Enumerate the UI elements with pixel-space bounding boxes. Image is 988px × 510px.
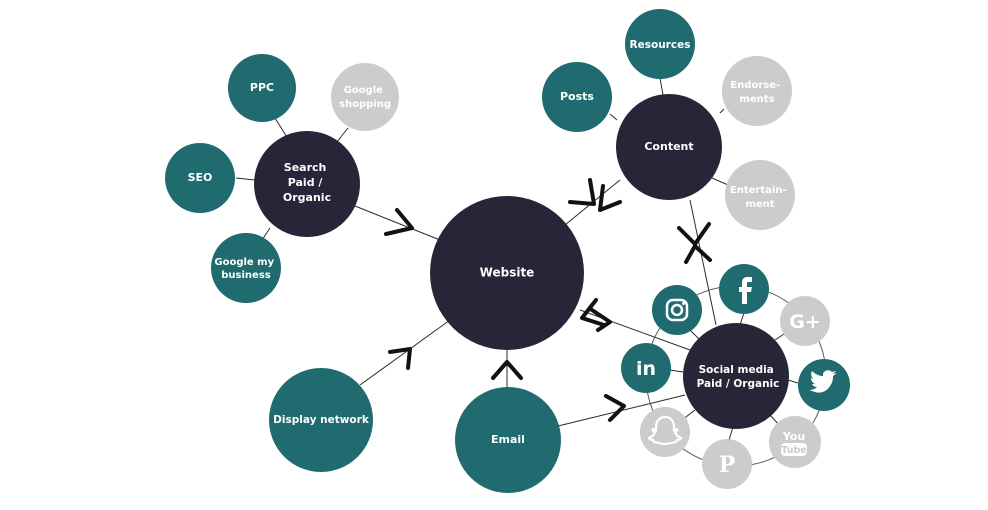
- node-endorsements-label-2: ments: [739, 94, 774, 105]
- pinterest-icon: P: [702, 439, 752, 489]
- svg-text:Search Paid / Orga: Search Paid / Organic: [283, 161, 331, 204]
- node-social: Social media Paid / Organic: [683, 323, 789, 429]
- node-gmb-label-1: Google my: [214, 257, 274, 268]
- node-content-label: Content: [644, 140, 693, 153]
- spoke-pinterest: [728, 426, 734, 441]
- node-search: Search Paid / Organic: [254, 131, 360, 237]
- node-google-shopping-label-1: Google: [344, 85, 384, 96]
- twitter-icon: [798, 359, 850, 411]
- arrow-search-to-website: [384, 208, 414, 236]
- node-seo-label: SEO: [188, 171, 213, 184]
- node-entertainment-label-1: Entertain-: [730, 185, 787, 196]
- svg-text:Endorse- ments: Endorse- ments: [730, 80, 783, 105]
- node-resources: Resources: [625, 9, 695, 79]
- arrowheads: [384, 178, 712, 422]
- youtube-icon: You Tube: [769, 416, 821, 468]
- svg-text:Google my business: Google my business: [214, 257, 277, 281]
- svg-text:Entertain- ment: Entertain- ment: [730, 185, 790, 210]
- edge-search-website: [354, 205, 441, 241]
- svg-text:You: You: [782, 430, 805, 443]
- node-search-label-1: Search: [284, 161, 327, 174]
- arrow-email-to-website: [491, 360, 523, 380]
- spoke-twitter: [787, 379, 799, 384]
- arrow-website-to-content: [568, 178, 596, 206]
- node-seo: SEO: [165, 143, 235, 213]
- node-email-label: Email: [491, 433, 525, 446]
- node-gmb-label-2: business: [221, 270, 271, 281]
- instagram-icon: [652, 285, 702, 335]
- svg-text:G+: G+: [789, 311, 821, 333]
- edge-display-website: [359, 319, 451, 386]
- arrow-social-to-content: [684, 244, 712, 264]
- node-endorsements-label-1: Endorse-: [730, 80, 780, 91]
- linkedin-icon: in: [621, 343, 671, 393]
- node-ppc-label: PPC: [250, 81, 274, 94]
- node-google-shopping: Google shopping: [331, 63, 399, 131]
- facebook-icon: [719, 264, 769, 314]
- node-google-shopping-label-2: shopping: [339, 99, 391, 110]
- node-google-my-business: Google my business: [211, 233, 281, 303]
- arrow-display-to-website: [388, 347, 412, 370]
- svg-text:P: P: [719, 452, 736, 478]
- node-entertainment-label-2: ment: [745, 199, 774, 210]
- edge-social-website: [579, 309, 691, 351]
- edge-content-posts: [609, 113, 618, 121]
- node-posts-label: Posts: [560, 90, 594, 103]
- edge-content-social: [689, 199, 717, 326]
- spoke-facebook: [739, 312, 745, 326]
- snapchat-icon: [640, 407, 690, 457]
- svg-text:Social media Paid / Orga: Social media Paid / Organic: [697, 364, 780, 390]
- node-resources-label: Resources: [630, 39, 691, 51]
- node-display-network: Display network: [269, 368, 373, 472]
- node-social-label-1: Social media: [699, 364, 774, 376]
- svg-text:in: in: [636, 358, 656, 380]
- node-posts: Posts: [542, 62, 612, 132]
- edge-content-resources: [659, 77, 664, 96]
- arrow-website-to-social: [590, 308, 612, 332]
- arrow-email-to-social: [604, 394, 626, 422]
- edge-search-shopping: [335, 127, 349, 144]
- arrow-content-to-website: [598, 184, 622, 212]
- google-plus-icon: G+: [780, 296, 830, 346]
- arrow-content-to-social: [677, 222, 711, 246]
- spoke-linkedin: [669, 369, 684, 373]
- node-display-network-label: Display network: [273, 414, 370, 426]
- svg-text:Google shopping: Google shopping: [339, 85, 391, 110]
- spoke-instagram: [689, 329, 701, 341]
- node-search-label-2: Paid /: [288, 176, 324, 189]
- node-endorsements: Endorse- ments: [722, 56, 792, 126]
- node-content: Content: [616, 94, 722, 200]
- edge-content-entertainment: [711, 177, 729, 186]
- node-website-label: Website: [480, 266, 535, 280]
- node-search-label-3: Organic: [283, 191, 331, 204]
- arrow-social-to-website: [580, 298, 606, 327]
- node-entertainment: Entertain- ment: [725, 160, 795, 230]
- edge-search-seo: [235, 177, 256, 181]
- node-social-label-2: Paid / Organic: [697, 378, 780, 390]
- node-ppc: PPC: [228, 54, 296, 122]
- node-website: Website: [430, 196, 584, 350]
- node-email: Email: [455, 387, 561, 493]
- edge-content-endorsements: [719, 108, 725, 114]
- svg-text:Tube: Tube: [781, 445, 806, 456]
